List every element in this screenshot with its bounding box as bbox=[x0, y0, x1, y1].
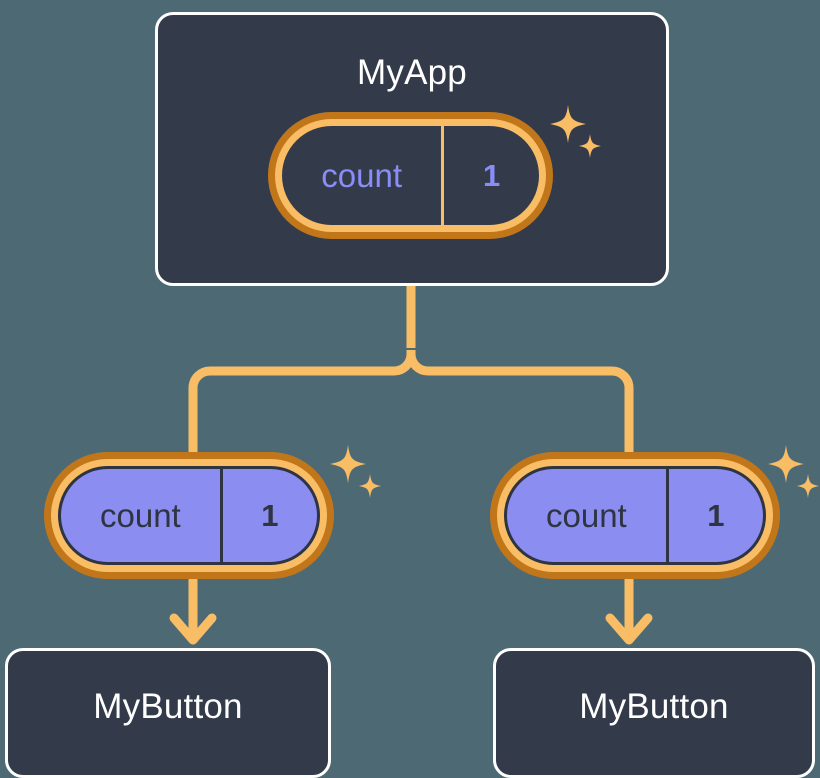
arrow-down-icon-left bbox=[169, 613, 217, 645]
signal-name-right: count bbox=[545, 496, 627, 534]
sparkle-small-icon bbox=[359, 474, 381, 498]
sparkle-icon bbox=[330, 445, 366, 483]
signal-pill-left[interactable]: count 1 bbox=[44, 452, 334, 579]
signal-pill-right[interactable]: count 1 bbox=[490, 452, 780, 579]
signal-name-left: count bbox=[99, 496, 181, 534]
component-title-mybutton-left: MyButton bbox=[93, 687, 243, 726]
component-node-mybutton-right[interactable]: MyButton bbox=[493, 648, 815, 778]
signal-name-root: count bbox=[321, 156, 403, 194]
signal-value-right: 1 bbox=[665, 469, 763, 562]
signal-pill-root[interactable]: count 1 bbox=[268, 112, 553, 239]
signal-value-left: 1 bbox=[219, 469, 317, 562]
signal-pill-ring: count 1 bbox=[275, 119, 546, 232]
sparkle-small-icon bbox=[797, 474, 819, 498]
signal-pill-body: count 1 bbox=[58, 466, 320, 565]
connector-branch-tee bbox=[188, 350, 634, 466]
signal-value-root: 1 bbox=[441, 126, 539, 225]
component-title-mybutton-right: MyButton bbox=[579, 687, 729, 726]
signal-pill-body: count 1 bbox=[282, 126, 539, 225]
signal-pill-ring: count 1 bbox=[497, 459, 773, 572]
signal-pill-body: count 1 bbox=[504, 466, 766, 565]
arrow-down-icon-right bbox=[605, 613, 653, 645]
signal-pill-ring: count 1 bbox=[51, 459, 327, 572]
component-node-mybutton-left[interactable]: MyButton bbox=[5, 648, 331, 778]
component-title-myapp: MyApp bbox=[357, 53, 467, 92]
sparkle-icon bbox=[768, 445, 804, 483]
